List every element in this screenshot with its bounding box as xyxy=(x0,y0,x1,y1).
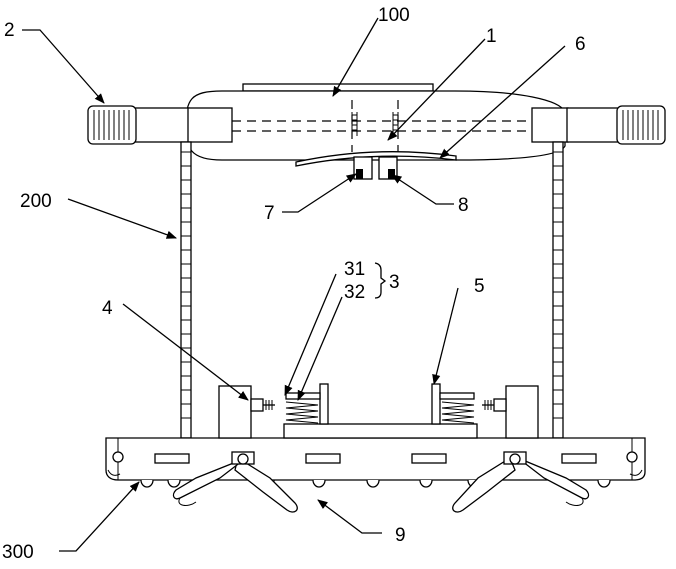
label-2: 2 xyxy=(4,20,15,41)
label-8: 8 xyxy=(458,195,469,216)
base-frame-300 xyxy=(106,438,645,480)
side-rail-right xyxy=(553,142,563,438)
label-5: 5 xyxy=(474,276,485,297)
label-100: 100 xyxy=(378,5,410,26)
top-housing-100 xyxy=(186,84,565,160)
side-rail-left-200 xyxy=(181,142,191,438)
knob-left-2 xyxy=(88,106,136,144)
label-31: 31 xyxy=(344,259,365,280)
label-300: 300 xyxy=(2,542,34,563)
label-6: 6 xyxy=(575,34,586,55)
label-1: 1 xyxy=(486,26,497,47)
label-32: 32 xyxy=(344,282,365,303)
label-3: 3 xyxy=(389,272,400,293)
label-7: 7 xyxy=(264,203,275,224)
springs-3 xyxy=(286,402,474,423)
knob-right xyxy=(617,106,665,144)
label-9: 9 xyxy=(395,525,406,546)
label-4: 4 xyxy=(102,298,113,319)
label-200: 200 xyxy=(20,191,52,212)
